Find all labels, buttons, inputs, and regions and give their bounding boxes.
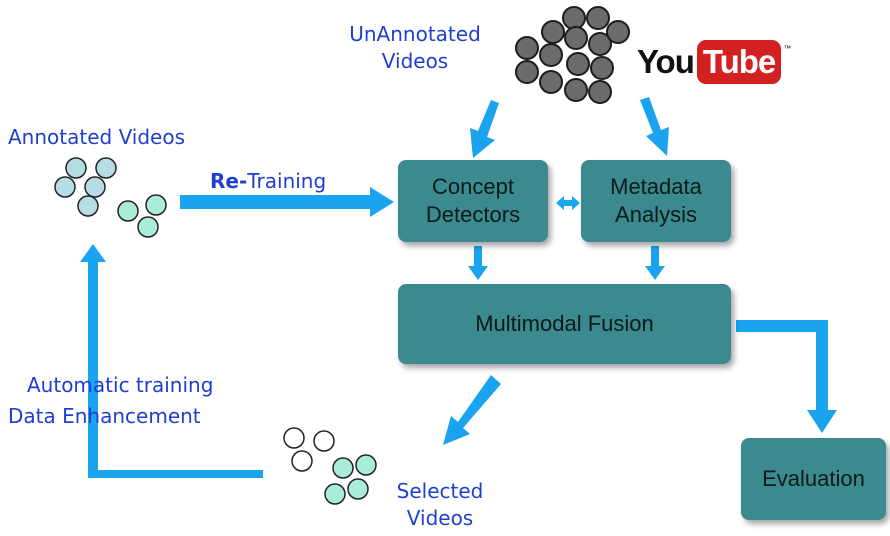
arrow-youtube-to-metadata — [640, 97, 669, 156]
arrow-unannotated-to-concept — [470, 100, 499, 158]
data-enhancement-label: Data Enhancement — [8, 403, 201, 430]
concept-line-1: Concept — [432, 174, 514, 199]
fusion-label: Multimodal Fusion — [475, 311, 654, 336]
multimodal-fusion-box: Multimodal Fusion — [398, 284, 731, 364]
unannotated-videos-cluster — [515, 6, 630, 104]
retraining-label: Re-Training — [210, 168, 326, 195]
retraining-label-bold: Re- — [210, 169, 248, 193]
concept-detectors-box: Concept Detectors — [398, 160, 548, 242]
arrow-fusion-to-evaluation — [736, 320, 837, 433]
selected-videos-label: Selected Videos — [380, 478, 500, 532]
unannotated-line-2: Videos — [381, 49, 449, 73]
data-enhancement-line-2: Data Enhancement — [8, 404, 201, 428]
arrow-feedback-to-annotated — [80, 244, 263, 478]
arrow-concept-metadata-bidirectional — [556, 196, 580, 210]
youtube-logo-tube: Tube — [696, 40, 782, 84]
annotated-videos-label: Annotated Videos — [8, 125, 186, 149]
youtube-logo: You Tube ™ — [637, 40, 791, 86]
concept-line-2: Detectors — [425, 202, 521, 227]
unannotated-videos-label: UnAnnotated Videos — [330, 21, 500, 75]
automatic-training-label: Automatic training — [27, 372, 213, 399]
arrow-metadata-to-fusion — [645, 246, 665, 280]
selected-videos-cluster — [283, 427, 377, 505]
selected-line-1: Selected — [396, 479, 484, 503]
automatic-training-line-1: Automatic training — [27, 373, 214, 397]
evaluation-label: Evaluation — [762, 466, 865, 491]
arrow-retraining — [180, 187, 394, 217]
metadata-line-2: Analysis — [615, 202, 697, 227]
youtube-logo-you: You — [637, 43, 695, 80]
annotated-videos-cluster — [54, 157, 167, 238]
selected-line-2: Videos — [406, 506, 474, 530]
arrow-concept-to-fusion — [468, 246, 488, 280]
metadata-analysis-box: Metadata Analysis — [581, 160, 731, 242]
retraining-label-rest: Training — [247, 169, 327, 193]
metadata-line-1: Metadata — [610, 174, 702, 199]
arrow-fusion-to-selected — [443, 375, 501, 445]
unannotated-line-1: UnAnnotated — [349, 22, 481, 46]
youtube-logo-tm: ™ — [783, 44, 792, 53]
evaluation-box: Evaluation — [741, 438, 886, 520]
